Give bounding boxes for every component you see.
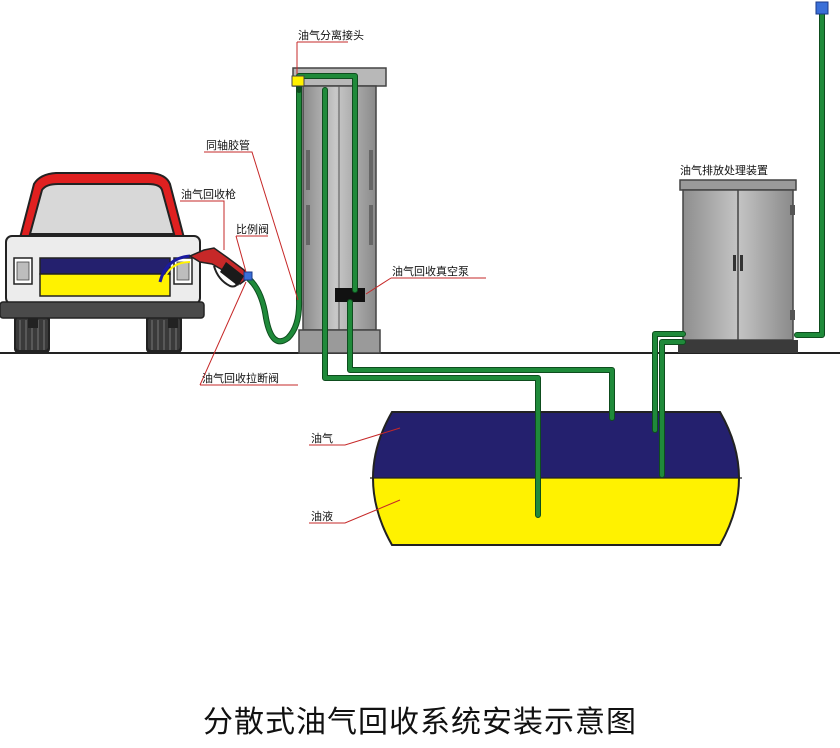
diagram-title: 分散式油气回收系统安装示意图: [203, 705, 637, 740]
emission-base: [678, 340, 798, 353]
proportional-valve: [243, 271, 253, 281]
leader-liquid: [309, 499, 401, 524]
label-breakaway-valve: 油气回收拉断阀: [202, 371, 279, 385]
vent-cap: [815, 1, 829, 15]
leader-coaxial-hose: [204, 151, 299, 301]
fuel-dispenser: [292, 67, 387, 354]
car-bumper: [0, 301, 205, 319]
label-separator: 油气分离接头: [298, 28, 364, 42]
pump-return-line: [348, 300, 614, 420]
car-windshield: [28, 183, 176, 235]
leader-separator: [296, 41, 348, 74]
dispenser-base: [298, 329, 381, 354]
leader-vapor: [309, 427, 401, 446]
leader-vacuum-pump: [365, 277, 486, 295]
leader-breakaway-valve: [199, 281, 298, 386]
tank-liquid-space: [373, 478, 739, 545]
emission-treatment-device: [678, 179, 798, 353]
label-coaxial-hose: 同轴胶管: [206, 138, 250, 152]
car: [0, 172, 205, 353]
leader-nozzle: [180, 200, 225, 250]
tank-vapor-space: [373, 412, 739, 478]
vent-stack: [795, 10, 824, 337]
label-vapor: 油气: [311, 431, 333, 445]
emission-return-line: [660, 340, 685, 477]
underground-tank: [370, 411, 742, 546]
leader-proportional-valve: [235, 235, 268, 273]
label-vacuum-pump: 油气回收真空泵: [392, 264, 469, 278]
dispenser-vapor-line: [297, 74, 357, 292]
coaxial-hose: [246, 88, 302, 344]
car-fuel-tank-vapor: [39, 257, 171, 275]
car-fuel-tank-liquid: [39, 273, 171, 297]
emission-inlet-line: [653, 332, 685, 432]
label-emission-device: 油气排放处理装置: [680, 163, 768, 177]
label-recovery-nozzle: 油气回收枪: [181, 187, 236, 201]
tank-drop-tube: [323, 88, 540, 517]
filler-neck: [158, 254, 191, 283]
vapor-separator-fitting: [291, 75, 305, 87]
vapor-recovery-nozzle: [188, 247, 253, 288]
label-proportional-valve: 比例阀: [236, 222, 269, 236]
label-liquid: 油液: [311, 509, 333, 523]
